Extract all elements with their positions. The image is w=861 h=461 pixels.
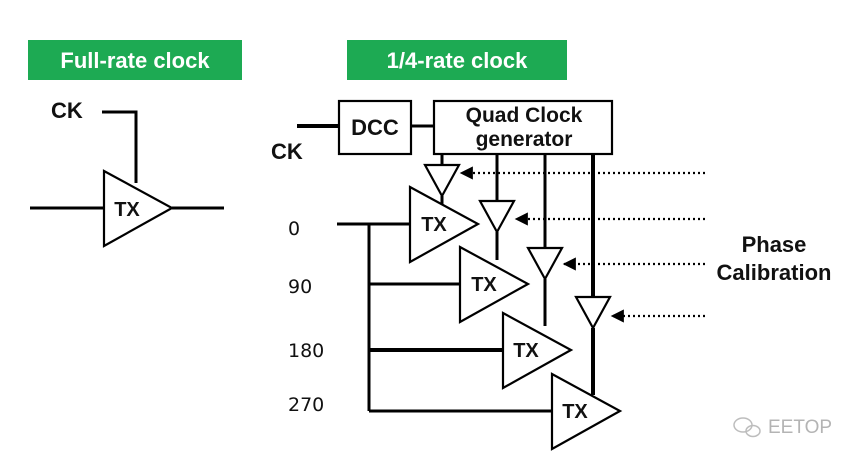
dcc-label: DCC [351,115,399,140]
phase-label-270: 270 [288,394,324,416]
tx-buffer-90 [458,245,531,324]
dcc-block [337,99,413,156]
full-rate-header: Full-rate clock [28,40,242,80]
delay-cell-90 [478,199,516,235]
quarter-rate-title: 1/4-rate clock [387,48,528,73]
watermark-text: EETOP [768,417,832,438]
watermark: EETOP [733,417,832,438]
tx-label-90: TX [471,274,497,296]
full-rate-title: Full-rate clock [60,48,210,73]
delay-cell-180 [526,246,564,282]
phase-calibration-line1: Phase [742,232,807,257]
tx-buffer-0 [408,185,481,264]
delay-cell-0 [423,163,461,199]
full-rate-tx-buffer [102,169,175,248]
quarter-rate-ck-label: CK [271,139,303,164]
qcg-label-line1: Quad Clock [466,104,583,127]
full-rate-ck-label: CK [51,98,83,123]
phase-label-180: 180 [288,340,324,362]
full-rate-diagram: CK TX [30,98,224,248]
phase-calibration-line2: Calibration [717,260,832,285]
tx-label-0: TX [421,214,447,236]
phase-label-90: 90 [288,276,312,298]
tx-label-180: TX [513,340,539,362]
tx-buffer-180 [501,311,574,390]
full-rate-tx-label: TX [114,199,140,221]
delay-cell-270 [574,295,612,331]
qcg-label-line2: generator [476,128,573,151]
quarter-rate-header: 1/4-rate clock [347,40,567,80]
tx-buffer-270 [550,372,623,451]
quad-clock-generator-block [432,99,614,156]
full-rate-clock-wire [102,110,138,183]
wechat-icon [733,417,761,438]
tx-label-270: TX [562,401,588,423]
phase-label-0: 0 [288,218,300,240]
quarter-rate-diagram: CK DCC Quad Clock generator Phase Calibr… [271,99,832,451]
